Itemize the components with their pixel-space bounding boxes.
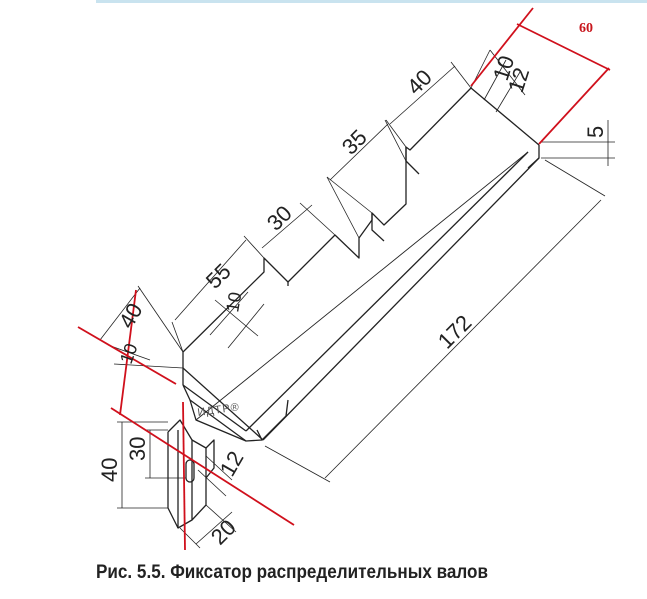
- dimension-30-bottom-label: 30: [125, 437, 150, 461]
- dimension-30-mid-label: 30: [262, 201, 297, 236]
- red-vertical-line: [182, 401, 186, 551]
- dimension-40-bottom-label: 40: [97, 458, 122, 482]
- dimension-172-label: 172: [433, 310, 477, 354]
- dimension-60-label: 60: [579, 21, 593, 36]
- fixture-foot: [167, 419, 215, 529]
- top-rule: [96, 0, 647, 3]
- dimension-40-left-label: 40: [114, 299, 148, 333]
- dimension-10-mid-label: 10: [222, 290, 245, 313]
- brand-mark: ИДТР®: [197, 401, 241, 419]
- dimension-35-label: 35: [337, 125, 372, 160]
- dimension-20-label: 20: [206, 515, 241, 550]
- red-extension-top-left: [470, 7, 534, 87]
- red-extension-top-right: [538, 67, 610, 145]
- dimension-5-label: 5: [583, 126, 608, 138]
- fixture-body: [182, 87, 540, 442]
- red-cut-line-bottom: [110, 407, 295, 526]
- dimension-lines: [99, 49, 615, 549]
- red-markup: [77, 7, 611, 551]
- red-cross-line-left: [119, 289, 137, 416]
- figure-caption: Рис. 5.5. Фиксатор распределительных вал…: [96, 562, 489, 583]
- dimension-12-bottom-label: 12: [215, 447, 249, 481]
- dimension-55-label: 55: [201, 259, 236, 294]
- red-dimension-60: [516, 23, 611, 71]
- dimension-40-top-label: 40: [402, 65, 437, 100]
